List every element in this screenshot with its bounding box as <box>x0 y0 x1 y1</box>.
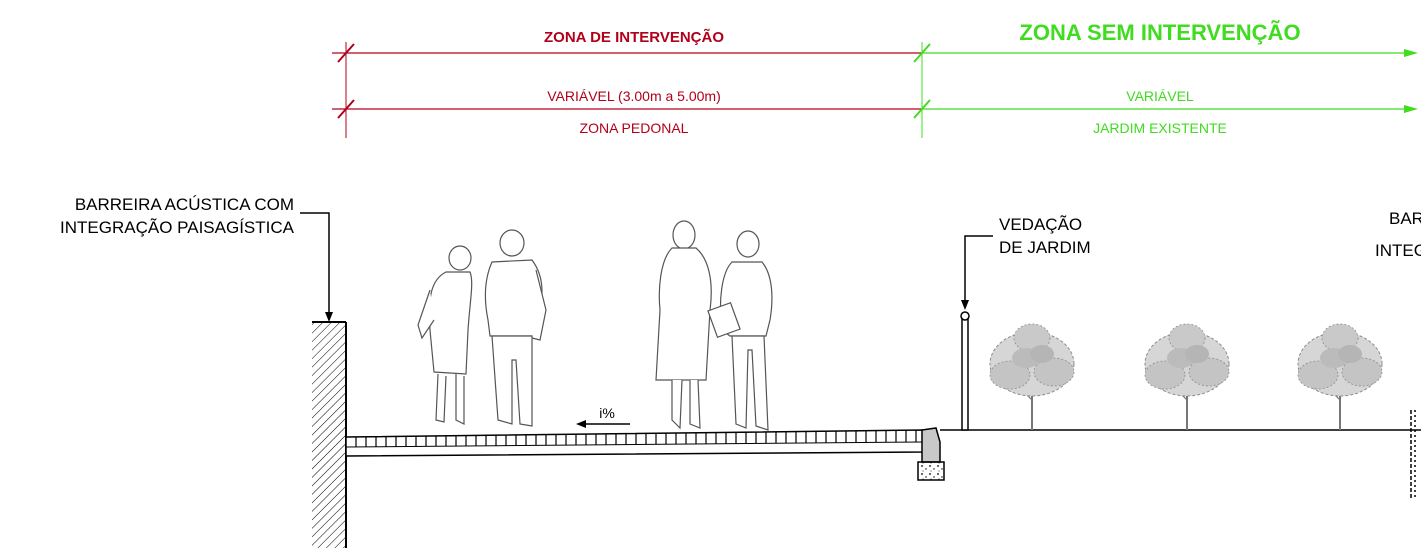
barrier-right-label-line-2: INTEG <box>1375 241 1421 260</box>
barrier-right-label-line-1: BAR <box>1389 209 1421 228</box>
barrier-left-label-line-2: INTEGRAÇÃO PAISAGÍSTICA <box>60 218 295 237</box>
garden-fence <box>960 311 970 431</box>
fence-label-line-2: DE JARDIM <box>999 238 1091 257</box>
couple-walking-left <box>417 229 547 427</box>
fence-arrow <box>961 300 969 310</box>
fence-label-line-1: VEDAÇÃO <box>999 215 1082 234</box>
no-intervention-zone-label: JARDIM EXISTENTE <box>1093 120 1227 136</box>
tree-1 <box>989 323 1075 431</box>
acoustic-barrier-right <box>1410 410 1416 500</box>
slope-indicator: i% <box>576 405 630 428</box>
acoustic-barrier-left <box>312 321 347 548</box>
no-intervention-arrow-1 <box>1404 49 1418 57</box>
pedestrian-pavement <box>345 429 925 457</box>
barrier-left-leader <box>300 212 330 318</box>
intervention-zone-title: ZONA DE INTERVENÇÃO <box>544 28 724 46</box>
no-intervention-arrow-2 <box>1404 105 1418 113</box>
slope-label: i% <box>599 405 615 421</box>
tick-mid-2 <box>913 99 931 119</box>
tick-left-1 <box>337 43 355 63</box>
barrier-left-arrow <box>325 312 333 322</box>
curb <box>917 427 945 481</box>
couple-walking-right <box>655 220 773 431</box>
intervention-zone-label: ZONA PEDONAL <box>580 120 689 136</box>
barrier-left-label-line-1: BARREIRA ACÚSTICA COM <box>75 195 294 214</box>
dimension-lines <box>332 42 1418 138</box>
intervention-width-label: VARIÁVEL (3.00m a 5.00m) <box>547 88 721 104</box>
no-intervention-width-label: VARIÁVEL <box>1126 88 1194 104</box>
no-intervention-zone-title: ZONA SEM INTERVENÇÃO <box>1019 20 1300 45</box>
tree-2 <box>1144 323 1230 431</box>
tree-3 <box>1297 323 1383 431</box>
tick-mid-1 <box>913 43 931 63</box>
fence-leader <box>964 235 993 304</box>
tick-left-2 <box>337 99 355 119</box>
